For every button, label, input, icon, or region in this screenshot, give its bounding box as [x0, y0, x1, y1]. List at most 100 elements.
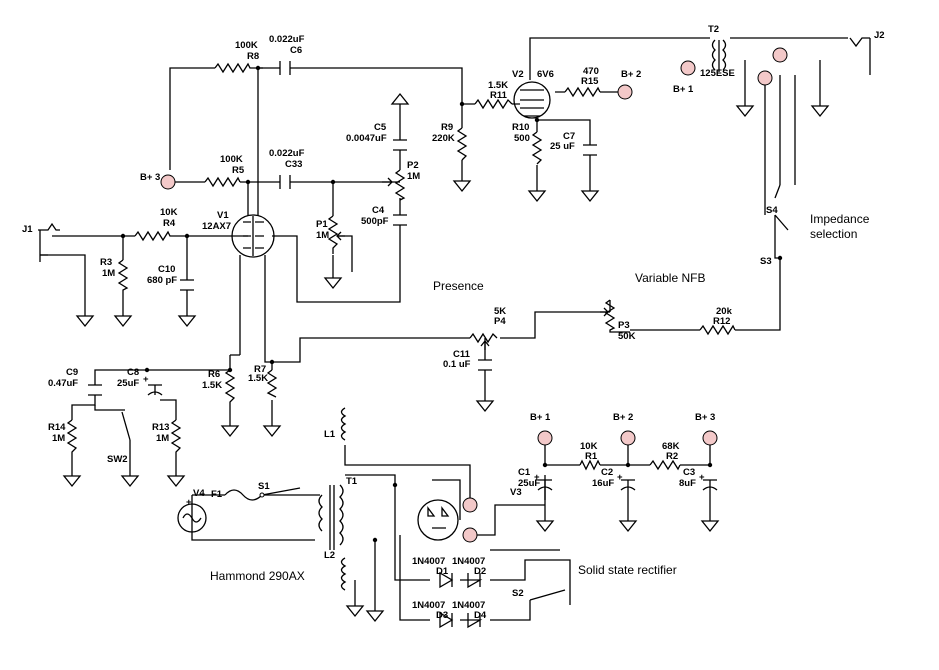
sw2-ref: SW2: [107, 454, 128, 465]
rail-b2-top: B+ 2: [621, 69, 641, 80]
jack-j1-icon: [38, 222, 60, 262]
c10-val: 680 pF: [147, 275, 177, 286]
t1-ref: T1: [346, 476, 358, 487]
s3-ref: S3: [760, 256, 772, 267]
hammond-label: Hammond 290AX: [210, 569, 305, 583]
rail-b3-bottom: B+ 3: [695, 412, 715, 423]
r1-ref: R1: [585, 451, 598, 462]
p1-ref: P1: [316, 219, 328, 230]
c4-ref: C4: [372, 205, 385, 216]
rail-b2: B+ 2: [613, 412, 633, 423]
c33-val: 0.022uF: [269, 148, 305, 159]
c6-ref: C6: [290, 45, 302, 56]
component-labels: J1 J2 V1 12AX7 V2 6V6 V3 V4 10K R4 R3 1M…: [22, 24, 885, 621]
inductor-l1: [340, 407, 347, 441]
capacitor-symbols: [88, 61, 718, 491]
j2-label: J2: [874, 30, 885, 41]
c8-val: 25uF: [117, 378, 139, 389]
transformer-t2: [711, 39, 727, 72]
c11-val: 0.1 uF: [443, 359, 471, 370]
s4-ref: S4: [766, 205, 778, 216]
p4-val: 5K: [494, 306, 506, 317]
diode-d2-part: 1N4007: [452, 556, 485, 567]
r4-val: 10K: [160, 207, 178, 218]
impedance-label-2: selection: [810, 227, 857, 241]
terminal-pads: [160, 47, 788, 543]
c8-plus: +: [143, 374, 149, 385]
fuse-f1: [224, 489, 263, 501]
t2-val: 125ESE: [700, 68, 735, 79]
transformer-t1: [318, 484, 344, 550]
diode-symbols: [420, 571, 483, 629]
c5-val: 0.0047uF: [346, 133, 387, 144]
r7-val: 1.5K: [248, 373, 268, 384]
r12-val: 20k: [716, 306, 733, 317]
v2-ref: V2: [512, 69, 524, 80]
t2-ref: T2: [708, 24, 719, 35]
v1-ref: V1: [217, 210, 229, 221]
c1-ref: C1: [518, 467, 531, 478]
r1-val: 10K: [580, 441, 598, 452]
c2-val: 16uF: [592, 478, 614, 489]
tube-v2: [513, 81, 551, 119]
r6-ref: R6: [208, 369, 220, 380]
p2-ref: P2: [407, 160, 419, 171]
r15-val: 470: [583, 66, 599, 77]
c5-ref: C5: [374, 122, 387, 133]
switch-s1: [259, 487, 301, 498]
r3-ref: R3: [100, 257, 112, 268]
diode-d4: D4: [474, 610, 487, 621]
r11-ref: R11: [490, 90, 508, 101]
switch-s3-s4: [774, 184, 789, 231]
diode-d1: D1: [436, 566, 449, 577]
r8-val: 100K: [235, 40, 258, 51]
r2-ref: R2: [666, 451, 678, 462]
c9-ref: C9: [66, 367, 78, 378]
f1-ref: F1: [211, 489, 223, 500]
wiring: [40, 37, 821, 621]
r14-ref: R14: [48, 422, 66, 433]
c3-val: 8uF: [679, 478, 696, 489]
r9-val: 220K: [432, 133, 455, 144]
r5-ref: R5: [232, 165, 245, 176]
c33-ref: C33: [285, 159, 302, 170]
l2-ref: L2: [324, 550, 335, 561]
c4-val: 500pF: [361, 216, 389, 227]
c7-ref: C7: [563, 131, 575, 142]
p2-val: 1M: [407, 171, 420, 182]
c8-ref: C8: [127, 367, 139, 378]
jack-j2-icon: [820, 37, 871, 75]
r11-val: 1.5K: [488, 80, 508, 91]
rail-b1-top: B+ 1: [673, 84, 694, 95]
r7-ref: R7: [254, 364, 266, 375]
s2-ref: S2: [512, 588, 524, 599]
p4-ref: P4: [494, 316, 506, 327]
r9-ref: R9: [441, 122, 453, 133]
p3-val: 50K: [618, 331, 636, 342]
r8-ref: R8: [247, 51, 259, 62]
c7-val: 25 uF: [550, 141, 575, 152]
r3-val: 1M: [102, 268, 115, 279]
resistor-symbols: [66, 62, 736, 471]
r14-val: 1M: [52, 433, 65, 444]
r6-val: 1.5K: [202, 380, 222, 391]
tube-v1: [231, 214, 275, 258]
v4-plus: +: [186, 497, 192, 508]
v4-ref: V4: [193, 488, 205, 499]
r12-ref: R12: [713, 316, 730, 327]
r5-val: 100K: [220, 154, 243, 165]
diode-d3: D3: [436, 610, 448, 621]
c1-val: 25uF: [518, 478, 540, 489]
diode-d1-part: 1N4007: [412, 556, 445, 567]
c3-ref: C3: [683, 467, 695, 478]
c10-ref: C10: [158, 264, 175, 275]
j1-label: J1: [22, 224, 33, 235]
r4-ref: R4: [163, 218, 176, 229]
impedance-label-1: Impedance: [810, 212, 870, 226]
variable-nfb-label: Variable NFB: [635, 271, 705, 285]
c1-plus: +: [534, 472, 540, 483]
r13-val: 1M: [156, 433, 169, 444]
solid-state-label: Solid state rectifier: [578, 563, 677, 577]
c6-val: 0.022uF: [269, 34, 305, 45]
